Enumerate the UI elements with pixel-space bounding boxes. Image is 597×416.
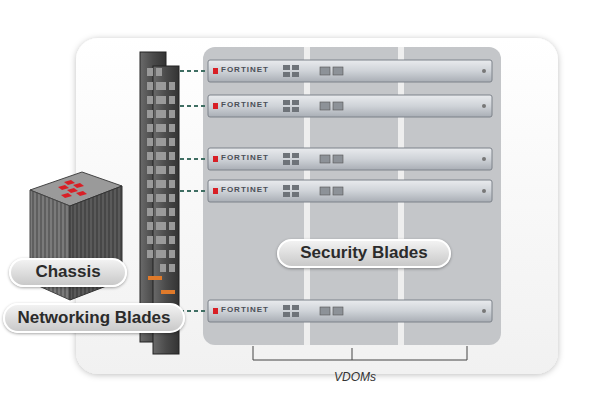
pill-text: Chassis [35, 263, 100, 282]
blade-links [180, 71, 207, 311]
vdom-bracket [253, 346, 467, 360]
label-pill: Security Blades [277, 239, 451, 268]
security-blades [208, 60, 492, 322]
logo-text: FORTINET [221, 186, 269, 195]
logo-text: FORTINET [221, 66, 269, 75]
label-pill: Networking Blades [3, 303, 185, 333]
security-area [203, 47, 501, 345]
logo-text: FORTINET [221, 154, 269, 163]
logo-text: FORTINET [221, 101, 269, 110]
label-pill: Chassis [9, 258, 127, 287]
bracket-label: VDOMs [334, 371, 376, 384]
pill-text: Networking Blades [17, 309, 170, 328]
pill-text: Security Blades [300, 244, 428, 263]
logo-text: FORTINET [221, 306, 269, 315]
